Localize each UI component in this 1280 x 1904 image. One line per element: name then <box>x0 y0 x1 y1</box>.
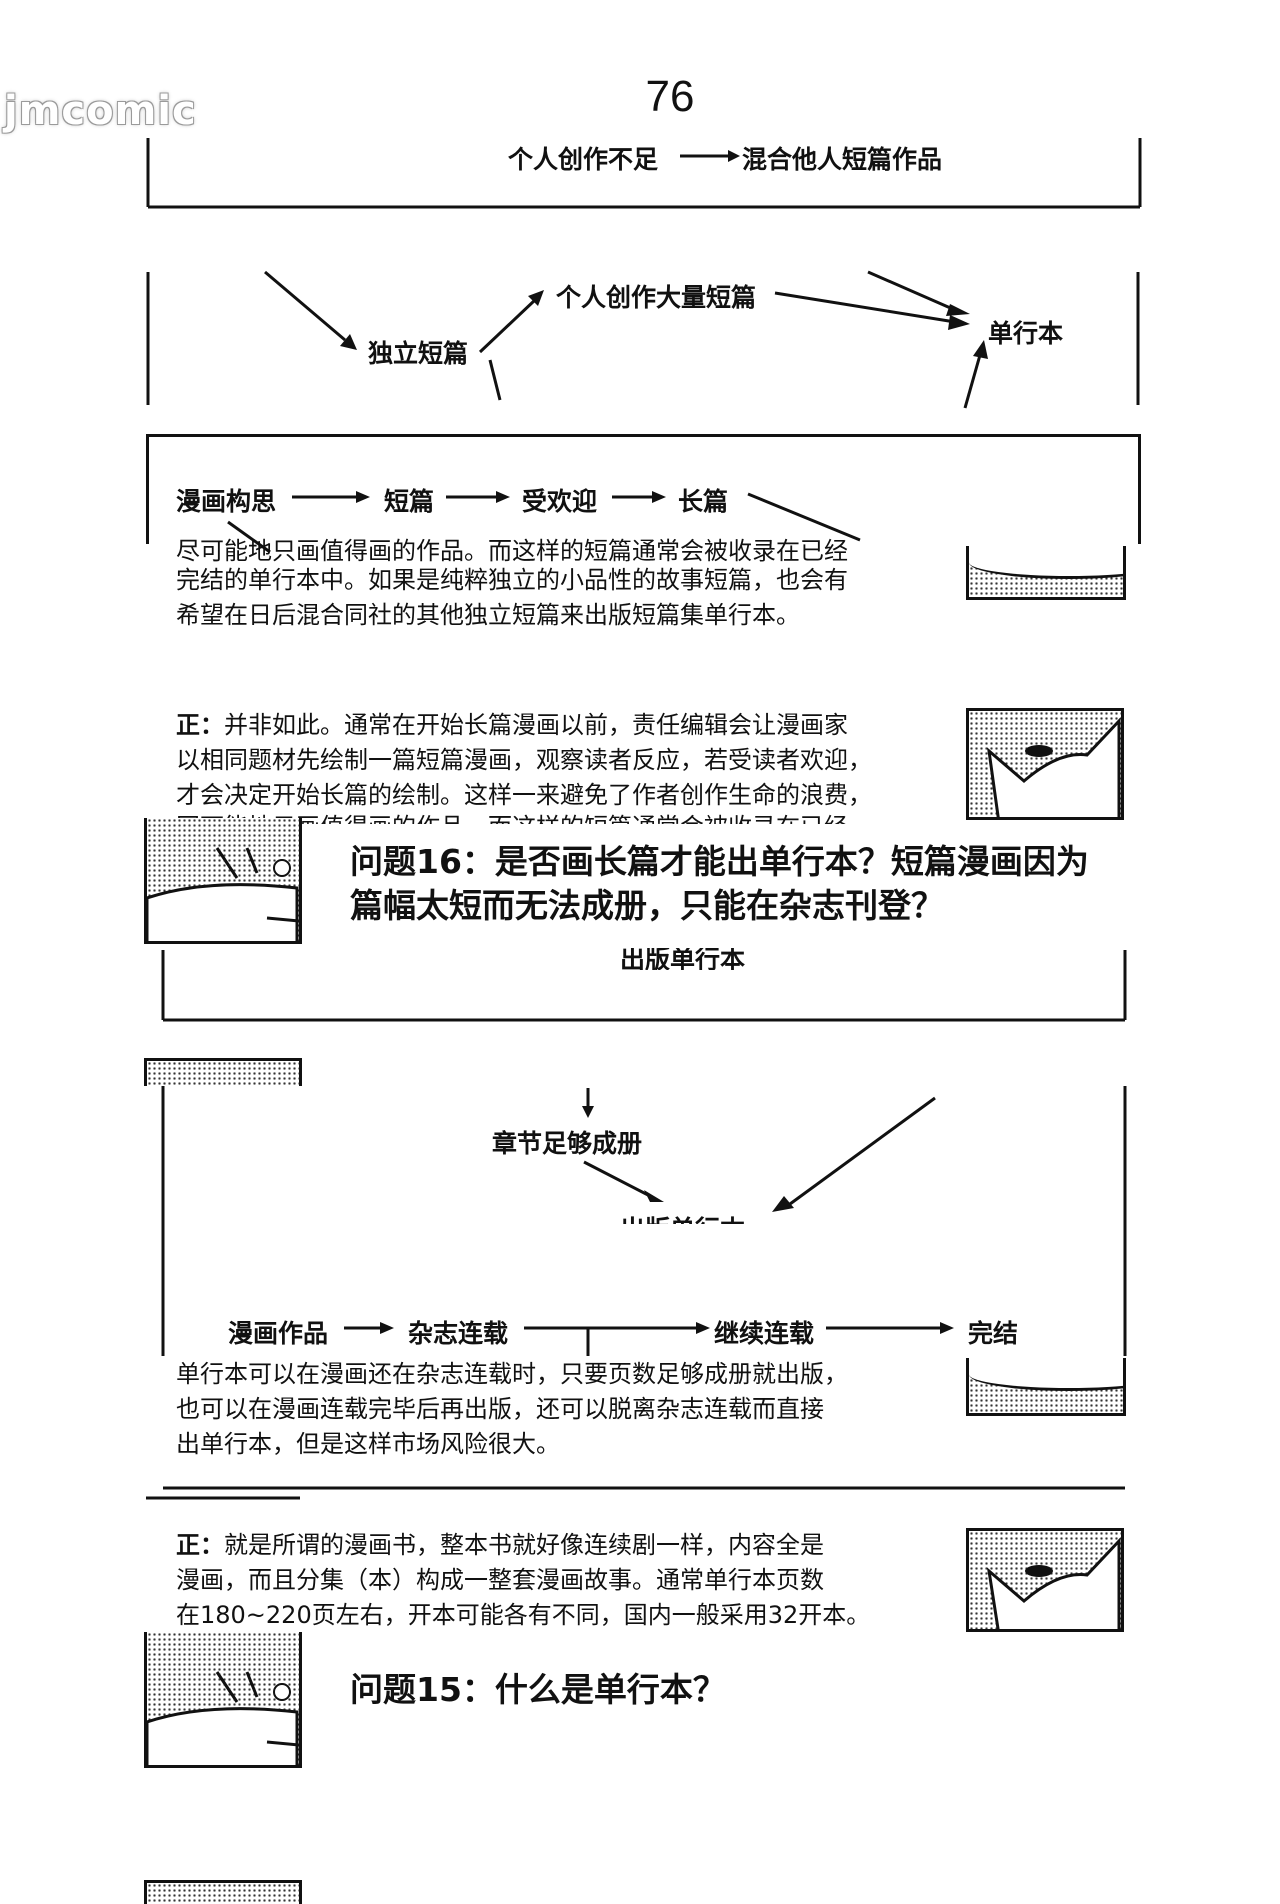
cat-panel-mid-right <box>966 708 1124 820</box>
label-volume: 单行本 <box>988 319 1064 348</box>
flow-frame-short <box>146 434 1141 544</box>
serial-step-work: 漫画作品 <box>228 1319 329 1348</box>
frog-panel-q16 <box>144 818 302 944</box>
answer15-main-line-2: 漫画，而且分集（本）构成一整套漫画故事。通常单行本页数 <box>176 1566 824 1594</box>
answer15-main-line-1: 正：就是所谓的漫画书，整本书就好像连续剧一样，内容全是 <box>176 1531 824 1559</box>
flow-arrows-short <box>227 491 861 554</box>
top-frame-lines <box>146 138 1142 209</box>
page-number: 76 <box>645 72 695 121</box>
cat-panel-bottom-right <box>966 1528 1124 1632</box>
publish-label-cut: 出版单行本 <box>620 948 746 970</box>
answer16-main-line-2: 以相同题材先绘制一篇短篇漫画，观察读者反应，若受读者欢迎， <box>176 746 872 774</box>
label-chapters-enough: 章节足够成册 <box>492 1129 643 1158</box>
serial-step-continue: 继续连载 <box>714 1319 815 1348</box>
answer16-main-line-4: 同可能地只画值得画的作品。而这样的短篇通常会被收录在已经 <box>176 810 936 824</box>
flow-step-long: 长篇 <box>678 487 729 516</box>
label-publish-cut: 出版单行本 <box>620 1210 745 1224</box>
top-text-individual-lack: 个人创作不足 <box>508 145 659 174</box>
answer15-tail-line-2: 也可以在漫画连载完毕后再出版，还可以脱离杂志连载而直接 <box>176 1395 824 1423</box>
label-many-short: 个人创作大量短篇 <box>556 283 757 312</box>
flow-step-concept: 漫画构思 <box>176 487 277 516</box>
answer16-main-line-3: 才会决定开始长篇的绘制。这样一来避免了作者创作生命的浪费， <box>176 781 872 809</box>
serial-diagram-arrows <box>161 1086 1127 1356</box>
answer16-line-2: 完结的单行本中。如果是纯粹独立的小品性的故事短篇，也会有 <box>176 566 848 594</box>
flow-step-popular: 受欢迎 <box>522 487 598 516</box>
question15-title: 问题15：什么是单行本？ <box>350 1670 726 1709</box>
serial-step-magazine: 杂志连载 <box>408 1319 509 1348</box>
cat-panel-top-right <box>966 546 1126 600</box>
top-text-mix-others: 混合他人短篇作品 <box>742 145 943 174</box>
serial-step-complete: 完结 <box>968 1319 1019 1348</box>
answer-prefix: 正： <box>176 711 224 739</box>
label-individual-short: 独立短篇 <box>368 339 469 368</box>
answer16-line-3: 希望在日后混合同社的其他独立短篇来出版短篇集单行本。 <box>176 601 800 629</box>
question16-line-2: 篇幅太短而无法成册，只能在杂志刊登？ <box>350 886 944 925</box>
answer15-prefix: 正： <box>176 1531 224 1559</box>
panel-left-small <box>144 1058 302 1086</box>
short-diagram-arrows <box>146 270 1140 409</box>
flow-step-short: 短篇 <box>384 487 435 516</box>
answer15-main-line-3: 在180~220页左右，开本可能各有不同，国内一般采用32开本。 <box>176 1601 871 1629</box>
mid-frame-lines <box>161 950 1127 1022</box>
answer16-cut-line: 尽可能地只画值得画的作品。而这样的短篇通常会被收录在已经 <box>176 537 848 564</box>
answer15-tail-line-3: 出单行本，但是这样市场风险很大。 <box>176 1430 560 1458</box>
section-divider <box>146 1486 1125 1500</box>
question16-line-1: 问题16：是否画长篇才能出单行本？短篇漫画因为 <box>350 842 1089 881</box>
answer16-main-line-1: 正：并非如此。通常在开始长篇漫画以前，责任编辑会让漫画家 <box>176 711 848 739</box>
frog-panel-q15 <box>144 1632 302 1768</box>
watermark-logo: jmcomic <box>4 88 197 134</box>
cat-panel-lower-right <box>966 1358 1126 1416</box>
answer15-tail-line-1: 单行本可以在漫画还在杂志连载时，只要页数足够成册就出版， <box>176 1360 848 1388</box>
panel-bottom-partial <box>144 1880 302 1904</box>
